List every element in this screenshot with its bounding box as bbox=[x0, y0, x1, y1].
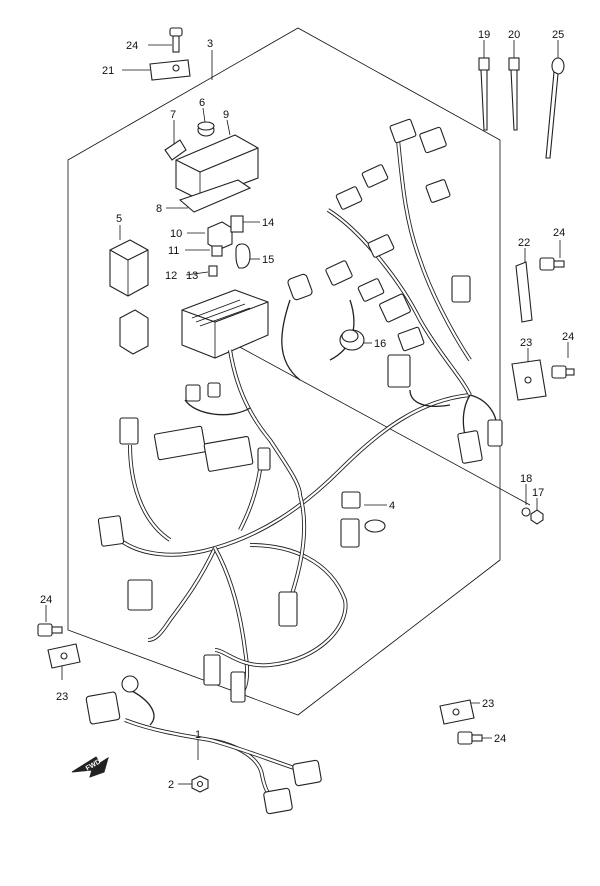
callout-11: 11 bbox=[168, 245, 179, 257]
callout-3: 3 bbox=[207, 38, 213, 50]
bolt-24-left bbox=[37, 623, 63, 637]
callout-24-right-b: 24 bbox=[562, 331, 574, 343]
callout-4: 4 bbox=[389, 500, 395, 512]
relay-14 bbox=[230, 215, 244, 233]
clip-7 bbox=[164, 139, 187, 161]
bolt-24-right-a bbox=[539, 257, 565, 271]
nut-17 bbox=[530, 509, 544, 525]
assembly-boundary bbox=[67, 27, 501, 716]
callout-7: 7 bbox=[170, 109, 176, 121]
callout-18: 18 bbox=[520, 473, 532, 485]
callout-20: 20 bbox=[508, 29, 520, 41]
callout-9: 9 bbox=[223, 109, 229, 121]
callout-24-left: 24 bbox=[40, 594, 52, 606]
callout-15: 15 bbox=[262, 254, 274, 266]
callout-12: 12 bbox=[165, 270, 177, 282]
washer-18 bbox=[521, 507, 531, 517]
bracket-23-left bbox=[47, 643, 81, 669]
relay-10 bbox=[207, 221, 233, 251]
wire-lead-1 bbox=[85, 675, 322, 815]
callout-13: 13 bbox=[186, 270, 198, 282]
callout-8: 8 bbox=[156, 203, 162, 215]
leader-lines bbox=[45, 40, 569, 785]
harness-wires bbox=[118, 139, 497, 697]
fuse-13 bbox=[208, 265, 218, 277]
relay-left bbox=[119, 309, 149, 355]
bracket-23-right bbox=[511, 359, 547, 401]
cable-tie-20 bbox=[508, 57, 520, 131]
callout-14: 14 bbox=[262, 217, 274, 229]
callout-10: 10 bbox=[170, 228, 182, 240]
cable-tie-19 bbox=[478, 57, 490, 131]
connector-set bbox=[97, 118, 503, 703]
callout-21: 21 bbox=[102, 65, 114, 77]
forward-arrow-icon: FWD bbox=[71, 756, 109, 778]
bolt-24-bottom-right bbox=[457, 731, 483, 745]
callout-2: 2 bbox=[168, 779, 174, 791]
callout-19: 19 bbox=[478, 29, 490, 41]
bulb-15 bbox=[235, 243, 251, 269]
relay-5 bbox=[109, 239, 149, 297]
callout-5: 5 bbox=[116, 213, 122, 225]
gasket-8 bbox=[178, 179, 252, 213]
callout-23-bottom-right: 23 bbox=[482, 698, 494, 710]
bolt-24-right-b bbox=[551, 365, 575, 379]
callout-23-right: 23 bbox=[520, 337, 532, 349]
callout-24-right-a: 24 bbox=[553, 227, 565, 239]
callout-24-a: 24 bbox=[126, 40, 138, 52]
callout-24-bottom-right: 24 bbox=[494, 733, 506, 745]
bracket-21 bbox=[149, 59, 191, 81]
nut-2 bbox=[191, 775, 209, 793]
callout-23-left: 23 bbox=[56, 691, 68, 703]
bracket-23-bottom-right bbox=[439, 699, 475, 725]
grommet-4 bbox=[364, 519, 386, 533]
cap-6 bbox=[197, 121, 215, 137]
bracket-22 bbox=[515, 261, 533, 323]
cable-tie-25 bbox=[545, 57, 565, 159]
callout-16: 16 bbox=[374, 338, 386, 350]
sensor-16 bbox=[339, 329, 365, 351]
callout-22: 22 bbox=[518, 237, 530, 249]
callout-25: 25 bbox=[552, 29, 564, 41]
callout-17: 17 bbox=[532, 487, 544, 499]
callout-1: 1 bbox=[195, 729, 201, 741]
bolt-24-top bbox=[169, 27, 183, 53]
callout-6: 6 bbox=[199, 97, 205, 109]
fuse-11 bbox=[211, 245, 223, 257]
main-connector-block bbox=[181, 289, 269, 359]
callout-labels: 24 21 3 6 9 7 8 5 10 11 12 13 14 15 16 4… bbox=[40, 29, 574, 791]
